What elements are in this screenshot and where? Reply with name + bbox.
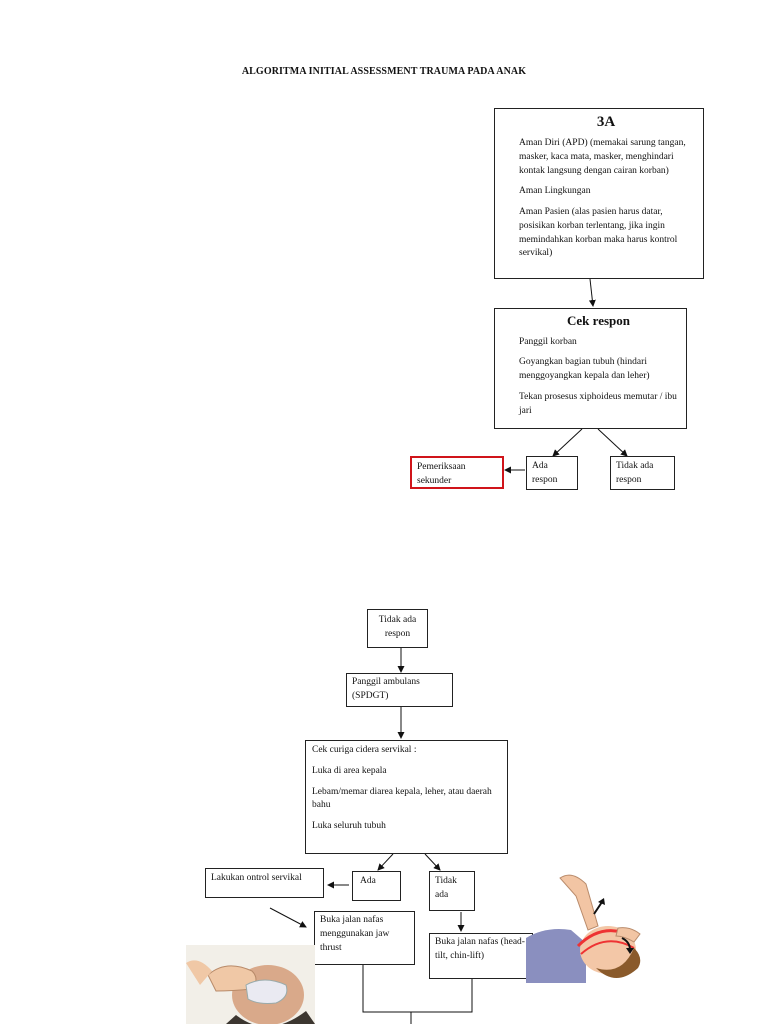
- box-kontrol-servikal: Lakukan ontrol servikal: [205, 868, 324, 898]
- arrow-cek-servikal-to-tidak-ada: [424, 853, 441, 871]
- box-cek-respon: Cek respon Panggil korban Goyangkan bagi…: [494, 308, 687, 429]
- arrow-kontrol-to-jaw-thrust: [269, 907, 307, 928]
- box-ada: Ada: [352, 871, 401, 901]
- arrow-cek-to-tidak-ada-respon: [597, 428, 628, 457]
- box-cek-respon-item: Tekan prosesus xiphoideus memutar / ibu …: [519, 391, 677, 416]
- box-ada-respon: Ada respon: [526, 456, 578, 490]
- box-3a-item: Aman Diri (APD) (memakai sarung tangan, …: [519, 138, 686, 176]
- arrow-cek-to-ada-respon: [552, 428, 583, 457]
- box-tidak-ada-respon: Tidak ada respon: [367, 609, 428, 648]
- box-panggil-ambulans: Panggil ambulans (SPDGT): [346, 673, 453, 707]
- box-tidak-ada: Tidak ada: [429, 871, 475, 911]
- box-cek-servikal-item: Luka seluruh tubuh: [312, 821, 386, 832]
- box-3a-heading: 3A: [596, 114, 616, 130]
- box-cek-respon-item: Panggil korban: [519, 336, 577, 347]
- box-cek-respon-heading: Cek respon: [567, 313, 630, 328]
- box-head-tilt: Buka jalan nafas (head-tilt, chin-lift): [429, 933, 533, 979]
- box-3a: 3A Aman Diri (APD) (memakai sarung tanga…: [494, 108, 704, 279]
- box-jaw-thrust: Buka jalan nafas menggunakan jaw thrust: [314, 911, 415, 965]
- head-tilt-chin-lift-illustration: [526, 868, 656, 990]
- jaw-thrust-illustration: [186, 945, 315, 1024]
- box-3a-item: Aman Pasien (alas pasien harus datar, po…: [519, 207, 678, 259]
- box-cek-servikal: Cek curiga cidera servikal : Luka di are…: [305, 740, 508, 854]
- page-title: ALGORITMA INITIAL ASSESSMENT TRAUMA PADA…: [241, 66, 527, 77]
- box-cek-respon-item: Goyangkan bagian tubuh (hindari menggoya…: [519, 357, 650, 382]
- box-cek-servikal-item: Luka di area kepala: [312, 765, 387, 776]
- box-pemeriksaan-sekunder: Pemeriksaan sekunder: [410, 456, 504, 489]
- box-cek-servikal-item: Lebam/memar diarea kepala, leher, atau d…: [312, 786, 492, 811]
- box-cek-servikal-heading: Cek curiga cidera servikal :: [312, 745, 417, 755]
- arrow-cek-servikal-to-ada: [377, 853, 394, 871]
- box-3a-item: Aman Lingkungan: [519, 186, 591, 197]
- box-tidak-ada-respon-top: Tidak ada respon: [610, 456, 675, 490]
- arrow-3a-to-cek-respon: [588, 278, 596, 307]
